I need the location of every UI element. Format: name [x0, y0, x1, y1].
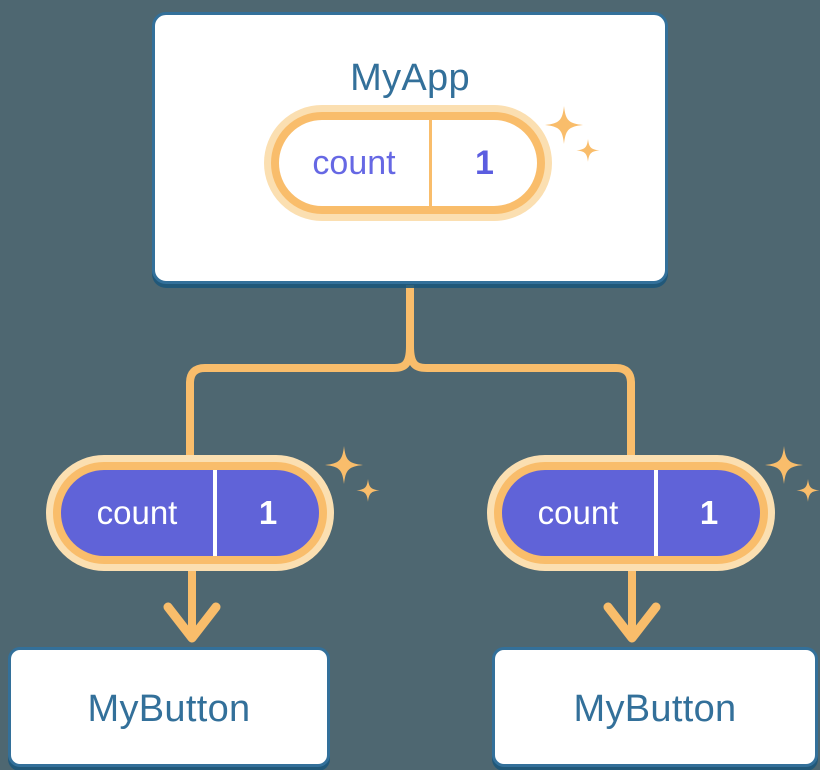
sparkle-small [356, 479, 380, 502]
state-value-label: 1 [475, 143, 494, 182]
state-value-label: 1 [699, 494, 719, 531]
sparkle-small [796, 479, 820, 502]
state-pill-key: count [502, 470, 654, 556]
component-title: MyButton [87, 688, 251, 730]
state-pill-inner: count 1 [271, 112, 545, 214]
state-pill-inner: count 1 [494, 462, 768, 564]
state-pill-value: 1 [429, 120, 537, 206]
component-card-mybutton-left[interactable]: MyButton [8, 647, 330, 767]
component-title: MyButton [573, 688, 737, 730]
state-pill-inner: count 1 [53, 462, 327, 564]
state-pill-child-right[interactable]: count 1 [487, 455, 775, 571]
state-pill-key: count [279, 120, 429, 206]
state-pill-myapp[interactable]: count 1 [264, 105, 552, 221]
state-pill-child-left[interactable]: count 1 [46, 455, 334, 571]
state-pill-body: count 1 [264, 105, 552, 221]
arrow-head-left [163, 602, 221, 643]
component-card-mybutton-right[interactable]: MyButton [492, 647, 818, 767]
state-pill-body: count 1 [487, 455, 775, 571]
connector-branch-left [186, 345, 414, 462]
page-title: MyApp [350, 57, 470, 99]
state-pill-value: 1 [654, 470, 760, 556]
state-pill-key: count [61, 470, 213, 556]
connector-branch-right [406, 345, 635, 462]
state-pill-value: 1 [213, 470, 319, 556]
state-key-label: count [537, 494, 619, 531]
state-key-label: count [312, 143, 396, 182]
state-key-label: count [96, 494, 178, 531]
state-value-label: 1 [258, 494, 278, 531]
arrow-head-right [603, 602, 661, 643]
state-pill-body: count 1 [46, 455, 334, 571]
